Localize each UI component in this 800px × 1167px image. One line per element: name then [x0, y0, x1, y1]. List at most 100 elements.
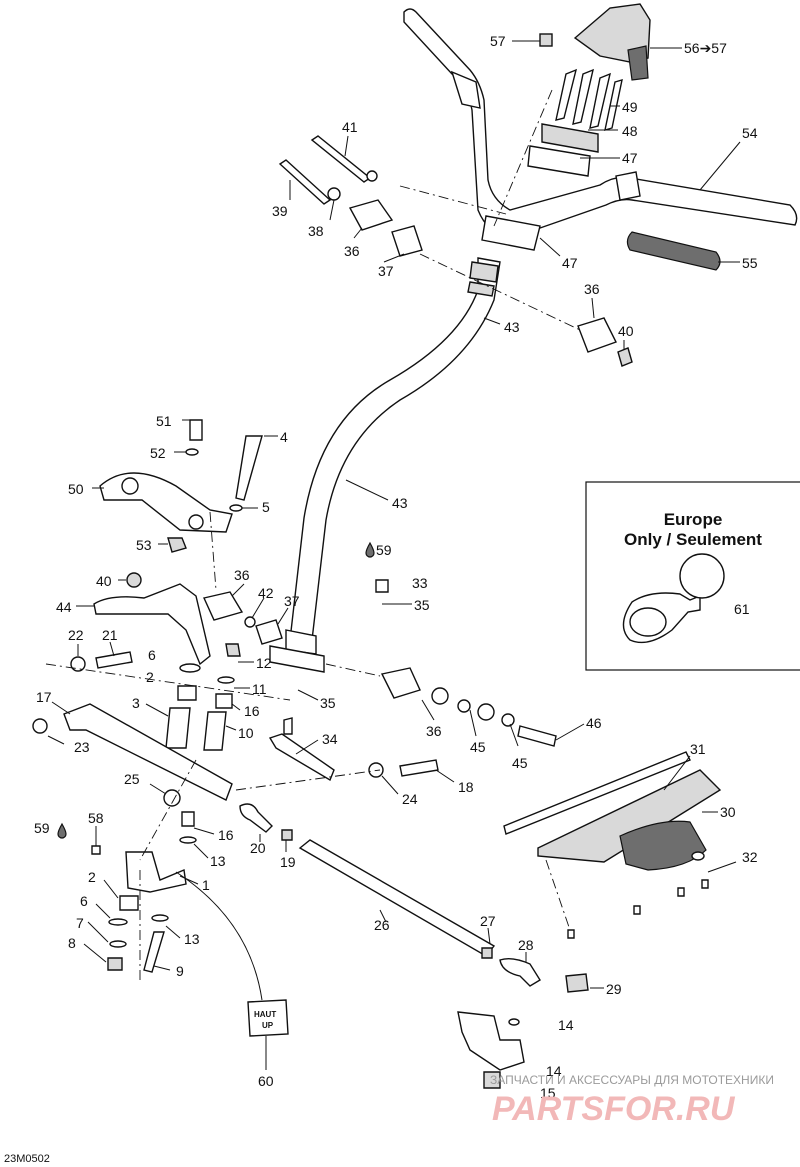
callout-29: 29	[606, 981, 622, 997]
clamp-washer	[541, 123, 599, 153]
callout-6a: 6	[148, 647, 156, 663]
bushing-45b	[477, 703, 495, 721]
bracket-hole	[121, 477, 139, 495]
handle-grip	[626, 231, 721, 271]
callout-41: 41	[342, 119, 358, 135]
handlebar	[403, 8, 798, 237]
bolt-51	[189, 419, 203, 441]
callout-2b: 2	[88, 869, 96, 885]
tie-rod-34	[268, 733, 335, 782]
callout-37a: 37	[378, 263, 394, 279]
bolt-46	[517, 725, 557, 747]
washer-23	[32, 718, 48, 734]
bushing-16b	[181, 811, 195, 827]
bushing-45a	[431, 687, 449, 705]
callout-1: 1	[202, 877, 210, 893]
spacer-42	[244, 616, 256, 628]
washer-52	[185, 448, 199, 456]
callout-37b: 37	[284, 593, 300, 609]
washer-38	[327, 187, 341, 201]
spacer-2a	[177, 685, 197, 701]
drop-icon	[365, 541, 375, 558]
callout-16a: 16	[244, 703, 260, 719]
callout-20: 20	[250, 840, 266, 856]
callout-5: 5	[262, 499, 270, 515]
sleeve-10	[203, 711, 227, 751]
callout-28: 28	[518, 937, 534, 953]
diagram-code: 23M0502	[4, 1153, 50, 1165]
callout-8: 8	[68, 935, 76, 951]
nut-15	[483, 1071, 501, 1089]
callout-13b: 13	[184, 931, 200, 947]
pin-21	[95, 651, 133, 669]
callout-14a: 14	[558, 1017, 574, 1033]
column-plate	[269, 645, 325, 673]
callout-10: 10	[238, 725, 254, 741]
callout-59b: 59	[34, 820, 50, 836]
callout-54: 54	[742, 125, 758, 141]
end-35	[283, 717, 293, 735]
washer-5	[229, 504, 243, 512]
callout-36d: 36	[426, 723, 442, 739]
callout-9: 9	[176, 963, 184, 979]
callout-27: 27	[480, 913, 496, 929]
callout-43b: 43	[392, 495, 408, 511]
callout-30: 30	[720, 804, 736, 820]
sleeve-3	[165, 707, 191, 749]
callout-21: 21	[102, 627, 118, 643]
callout-36a: 36	[344, 243, 360, 259]
callout-40a: 40	[618, 323, 634, 339]
callout-59a: 59	[376, 542, 392, 558]
watermark-logo: PARTSFOR.RU	[492, 1090, 736, 1128]
bolt-18	[399, 759, 439, 777]
washer-41b	[366, 170, 378, 182]
screw	[633, 905, 641, 915]
washer-7	[109, 940, 127, 948]
callout-55: 55	[742, 255, 758, 271]
ski-leg	[457, 1011, 525, 1071]
callout-38: 38	[308, 223, 324, 239]
callout-45b: 45	[512, 755, 528, 771]
callout-23: 23	[74, 739, 90, 755]
sleeve-37	[255, 619, 283, 645]
washer-14	[508, 1018, 520, 1026]
callout-35a: 35	[414, 597, 430, 613]
assembly-centerlines	[45, 89, 581, 980]
arm-17	[63, 703, 233, 801]
horn-mouth	[629, 607, 667, 637]
bolt-41	[310, 135, 372, 183]
handlebar-cover	[573, 3, 651, 81]
cap-bolts	[555, 68, 623, 131]
callout-39: 39	[272, 203, 288, 219]
callout-16b: 16	[218, 827, 234, 843]
callout-61: 61	[734, 601, 750, 617]
callout-47a: 47	[622, 150, 638, 166]
bolt-33	[375, 579, 389, 593]
upper-bushings	[348, 199, 633, 367]
washer-13a	[179, 836, 197, 844]
callout-15: 15	[540, 1085, 556, 1101]
clip	[539, 33, 553, 47]
screw	[567, 929, 575, 939]
drop-icon	[57, 822, 67, 839]
bushing-25	[163, 789, 181, 807]
callout-43a: 43	[504, 319, 520, 335]
nut-53	[167, 537, 187, 553]
nut-8	[107, 957, 123, 971]
up-tag	[247, 999, 289, 1037]
callout-36b: 36	[584, 281, 600, 297]
callout-57a: 57	[490, 33, 506, 49]
bushing-mid	[203, 591, 244, 621]
callout-26: 26	[374, 917, 390, 933]
washer-45a	[457, 699, 471, 713]
callout-33: 33	[412, 575, 428, 591]
tag-text-1: HAUT	[254, 1010, 276, 1019]
bushing-16a	[215, 693, 233, 709]
washer-45b	[501, 713, 515, 727]
screw	[701, 879, 709, 889]
callout-12: 12	[256, 655, 272, 671]
arm-1	[125, 851, 187, 893]
nut-27	[481, 947, 493, 959]
